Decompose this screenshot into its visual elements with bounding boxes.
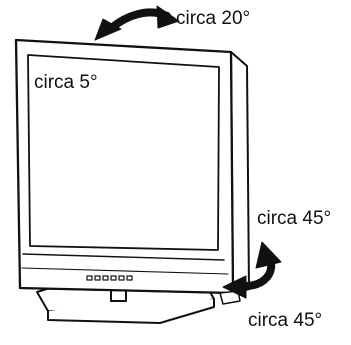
top-tilt-arrow-icon: [94, 5, 180, 41]
top-tilt-label: circa 20°: [176, 8, 251, 29]
upper-swivel-label: circa 45°: [257, 208, 332, 229]
front-tilt-label: circa 5°: [34, 72, 98, 93]
lower-swivel-label: circa 45°: [248, 310, 323, 331]
monitor-body: [14, 38, 250, 305]
side-swivel-arrow-icon: [222, 241, 282, 299]
control-buttons: [86, 275, 133, 281]
